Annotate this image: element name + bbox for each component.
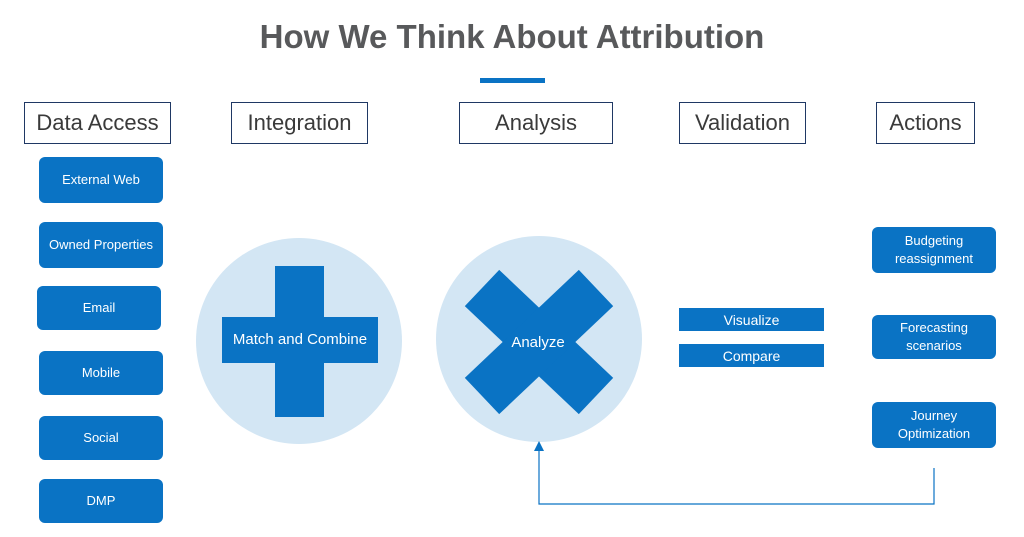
action-forecasting: Forecasting scenarios	[872, 315, 996, 359]
data-source-external-web: External Web	[39, 157, 163, 203]
validation-compare: Compare	[679, 344, 824, 367]
header-integration: Integration	[231, 102, 368, 144]
integration-label: Match and Combine	[232, 331, 368, 348]
feedback-line	[538, 450, 935, 505]
title-underline	[480, 78, 545, 83]
header-actions: Actions	[876, 102, 975, 144]
action-budgeting: Budgeting reassignment	[872, 227, 996, 273]
header-data-access: Data Access	[24, 102, 171, 144]
data-source-mobile: Mobile	[39, 351, 163, 395]
validation-visualize: Visualize	[679, 308, 824, 331]
header-validation: Validation	[679, 102, 806, 144]
page-title: How We Think About Attribution	[259, 18, 765, 55]
action-journey: Journey Optimization	[872, 402, 996, 448]
analysis-x-shape	[464, 269, 614, 415]
feedback-arrowhead	[534, 441, 544, 451]
data-source-email: Email	[37, 286, 161, 330]
data-source-dmp: DMP	[39, 479, 163, 523]
data-source-owned-properties: Owned Properties	[39, 222, 163, 268]
header-analysis: Analysis	[459, 102, 613, 144]
plus-horizontal-bar	[222, 317, 378, 363]
x-stroke-up	[464, 269, 614, 415]
data-source-social: Social	[39, 416, 163, 460]
analysis-label: Analyze	[511, 333, 565, 351]
